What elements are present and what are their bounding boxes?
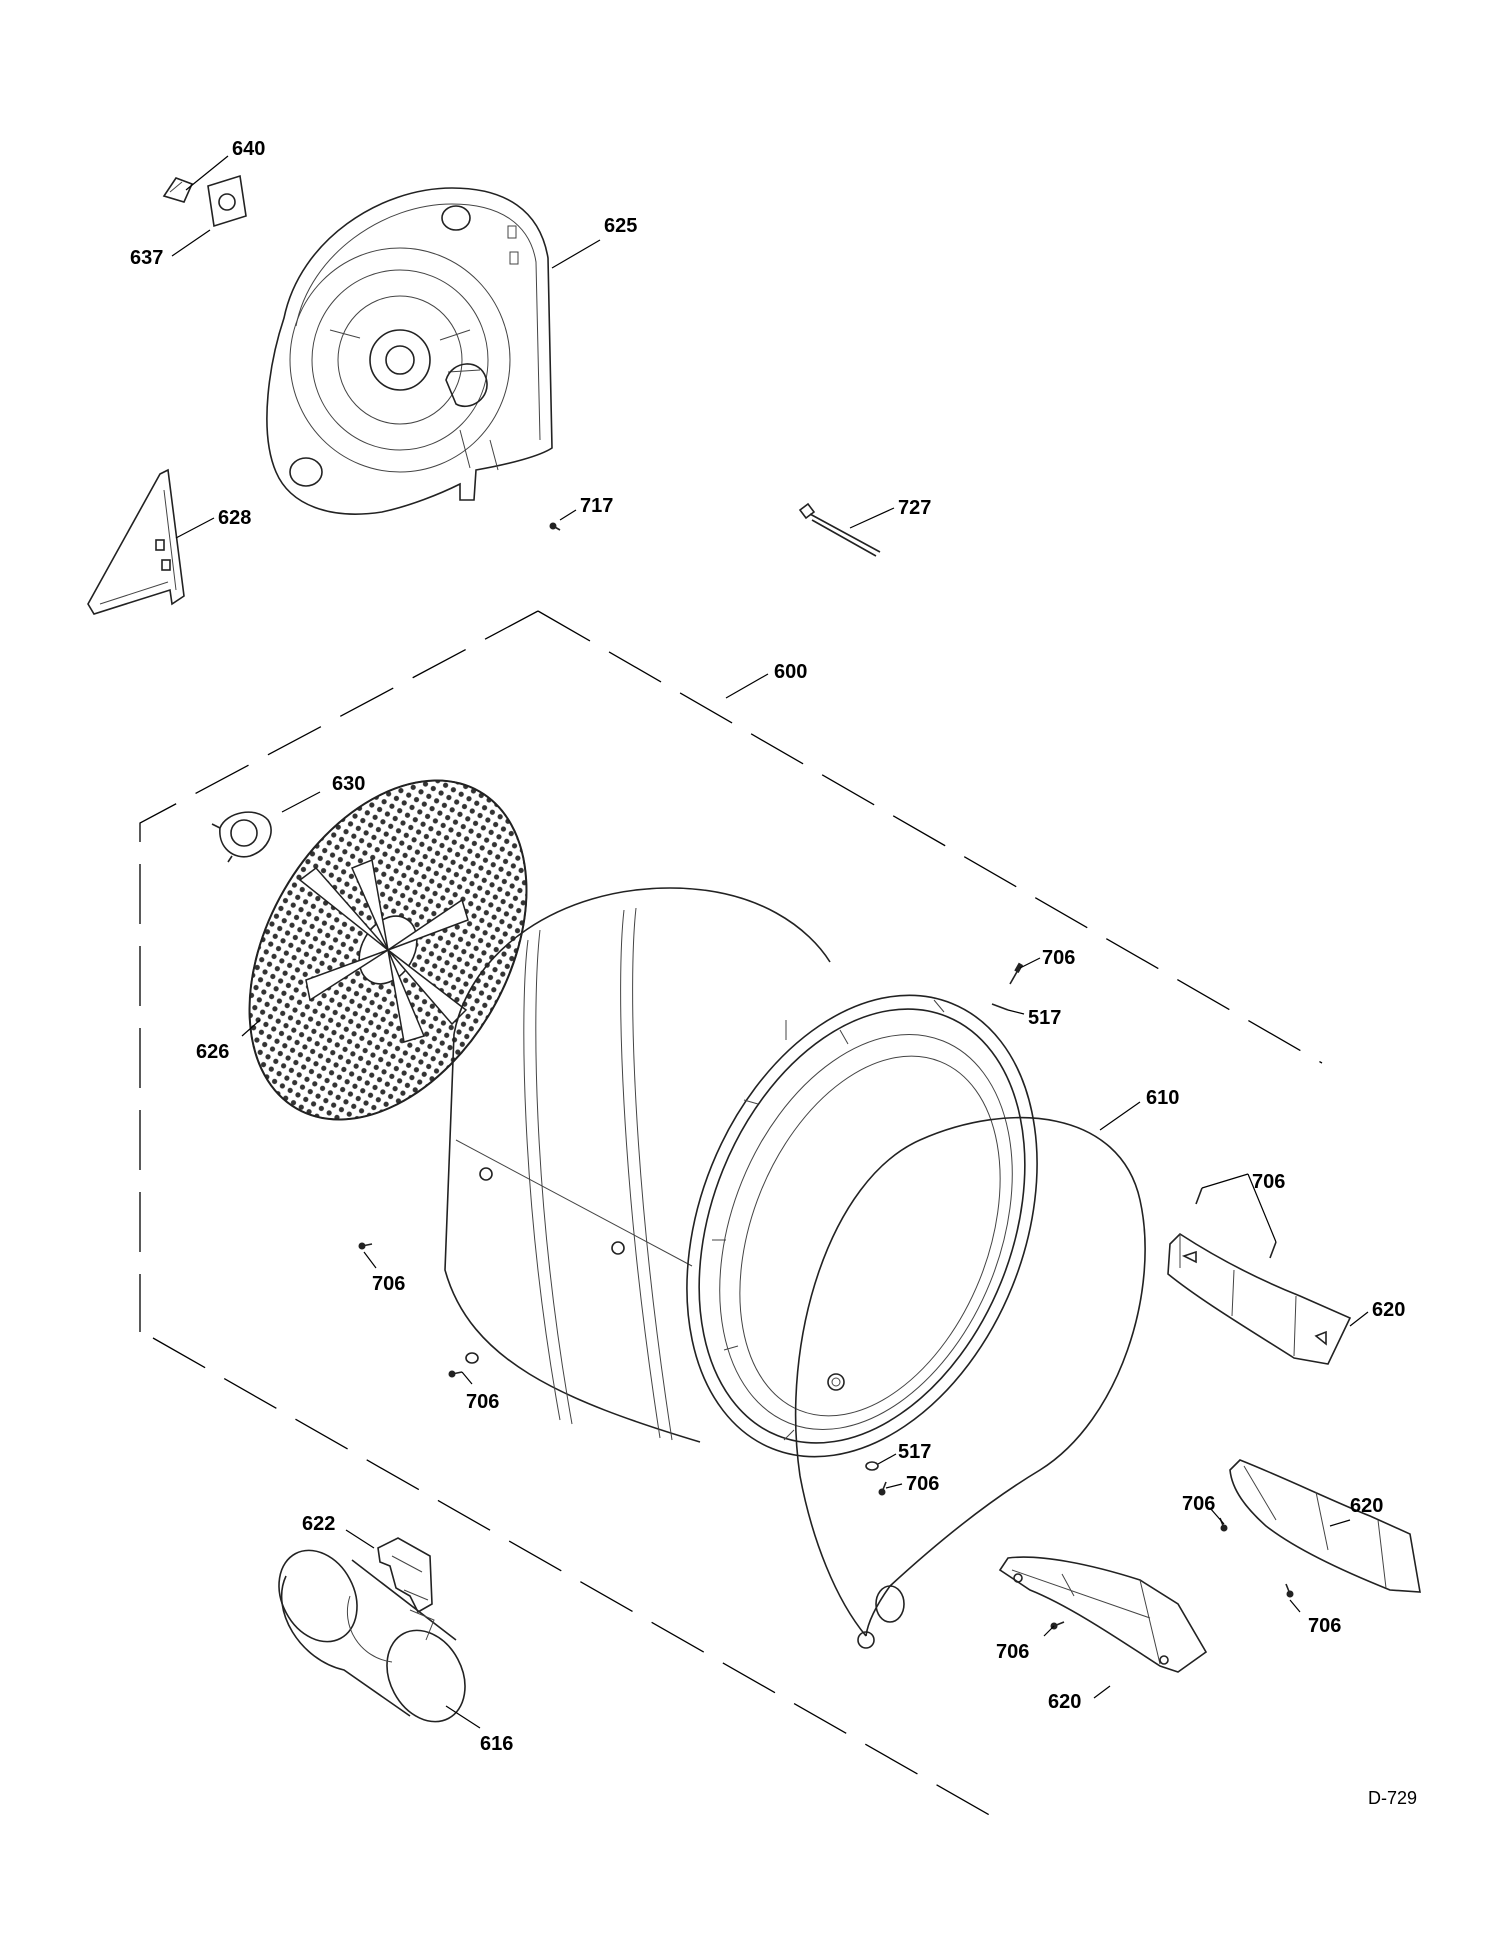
callout-706-lowright: 706 [1182,1493,1215,1515]
washer-517-upper-part [991,1003,1009,1011]
callout-labels: 640 637 625 628 717 727 600 630 626 706 … [130,138,1417,1808]
callout-625: 625 [604,215,637,237]
screw-706-drum-left-part [358,1242,373,1250]
callout-600: 600 [774,661,807,683]
callout-610: 610 [1146,1087,1179,1109]
screw-706-baffle-part [1195,1187,1277,1259]
callout-706-front: 706 [906,1473,939,1495]
leader-lines [171,155,1369,1729]
callout-706-lowleft: 706 [996,1641,1029,1663]
washer-517-lower-part [865,1461,879,1471]
callout-620-lower: 620 [1048,1691,1081,1713]
callout-706-drum-bottom: 706 [466,1391,499,1413]
baffle-620-right-part [1229,1459,1421,1593]
callout-706-baffle: 706 [1252,1171,1285,1193]
assembly-600-outline [139,610,1323,1822]
sensor-622-part [377,1537,433,1614]
rear-drum-panel-part [248,779,528,1121]
duct-616-part [278,1549,466,1723]
rear-bulkhead-part [266,187,553,515]
callout-616: 616 [480,1733,513,1755]
drum-part [444,887,1038,1458]
callout-706-upper: 706 [1042,947,1075,969]
callout-517-lower: 517 [898,1441,931,1463]
bracket-628-part [87,468,185,615]
callout-620-upper: 620 [1372,1299,1405,1321]
screw-706-lowleft-part [1050,1621,1065,1630]
baffle-620-lower-part [998,1556,1208,1673]
callout-620-right: 620 [1350,1495,1383,1517]
screw-717-part [549,522,561,531]
callout-706-bottom-right: 706 [1308,1615,1341,1637]
bracket-640-part [162,177,194,203]
callout-637: 637 [130,247,163,269]
diagram-code: D-729 [1368,1788,1417,1808]
cable-tie-727-part [798,502,881,557]
screw-706-drum-bottom-part [448,1352,479,1378]
baffle-620-upper-part [1167,1232,1352,1365]
screw-706-front-part [878,1481,887,1496]
callout-517-upper: 517 [1028,1007,1061,1029]
callout-727: 727 [898,497,931,519]
hub-630-part [211,811,272,863]
callout-717: 717 [580,495,613,517]
callout-640: 640 [232,138,265,160]
callout-706-drum-left: 706 [372,1273,405,1295]
callout-626: 626 [196,1041,229,1063]
callout-622: 622 [302,1513,335,1535]
drum-seal-610-part [794,1116,1146,1649]
callout-628: 628 [218,507,251,529]
screw-706-upper-part [1009,962,1024,985]
callout-630: 630 [332,773,365,795]
plate-637-part [207,174,247,228]
screw-706-bottom-right-part [1285,1583,1294,1598]
